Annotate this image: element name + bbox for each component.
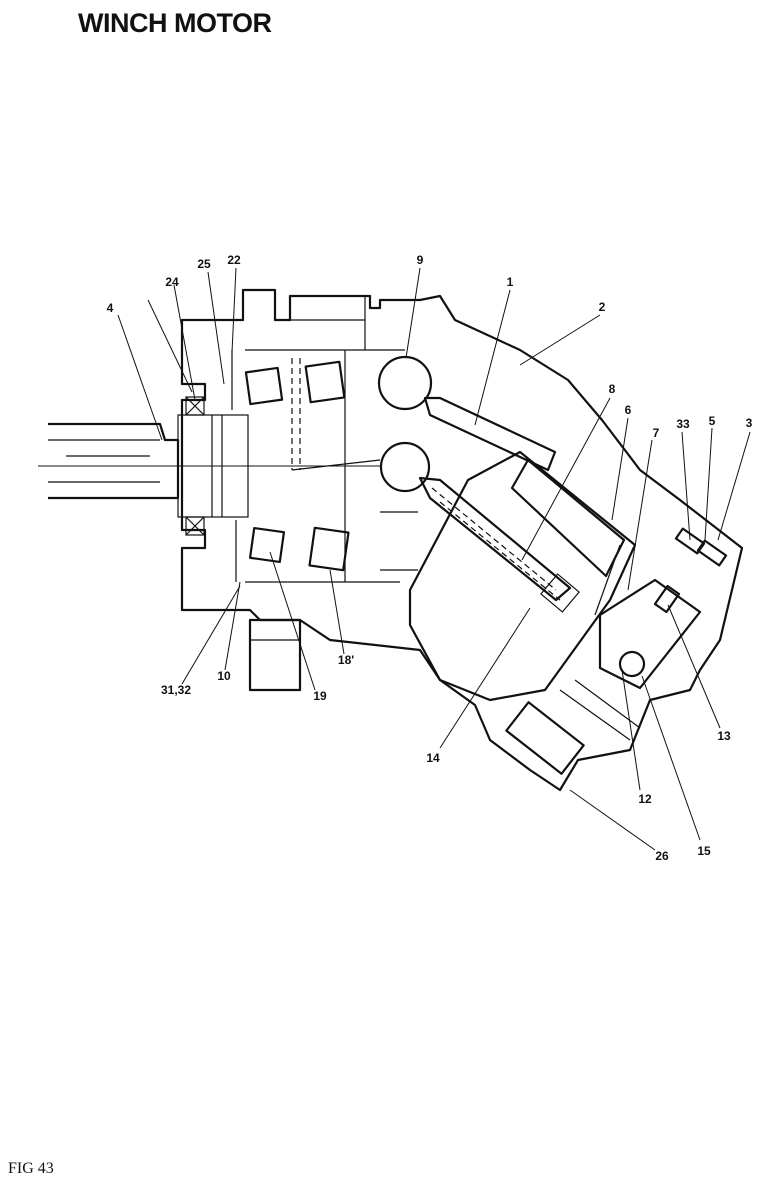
valve-plate: [505, 527, 728, 775]
pistons-and-rods: [377, 355, 572, 602]
label-9: 9: [417, 253, 424, 267]
output-shaft: [48, 414, 249, 518]
label-12: 12: [638, 792, 652, 806]
label-31-32: 31,32: [161, 683, 191, 697]
label-8: 8: [609, 382, 616, 396]
label-10: 10: [217, 669, 231, 683]
label-2: 2: [599, 300, 606, 314]
label-13: 13: [717, 729, 731, 743]
label-1: 1: [507, 275, 514, 289]
page-title: WINCH MOTOR: [78, 8, 272, 38]
figure-label: FIG 43: [8, 1160, 54, 1177]
label-19: 19: [313, 689, 327, 703]
label-15: 15: [697, 844, 711, 858]
label-5: 5: [709, 414, 716, 428]
label-26: 26: [655, 849, 669, 863]
part-labels: 1 2 3 4 5 6 7 8 9 10 12 13 14 15 18' 19 …: [107, 253, 753, 863]
label-4: 4: [107, 301, 114, 315]
label-7: 7: [653, 426, 660, 440]
seals-and-bearings: [185, 350, 381, 582]
label-3: 3: [746, 416, 753, 430]
label-33: 33: [676, 417, 690, 431]
label-6: 6: [625, 403, 632, 417]
label-24: 24: [165, 275, 179, 289]
label-25: 25: [197, 257, 211, 271]
label-22: 22: [227, 253, 241, 267]
cylinder-block: [408, 450, 637, 702]
leader-lines: [117, 267, 751, 851]
front-housing: [180, 288, 744, 792]
label-18: 18': [338, 653, 354, 667]
label-14: 14: [426, 751, 440, 765]
